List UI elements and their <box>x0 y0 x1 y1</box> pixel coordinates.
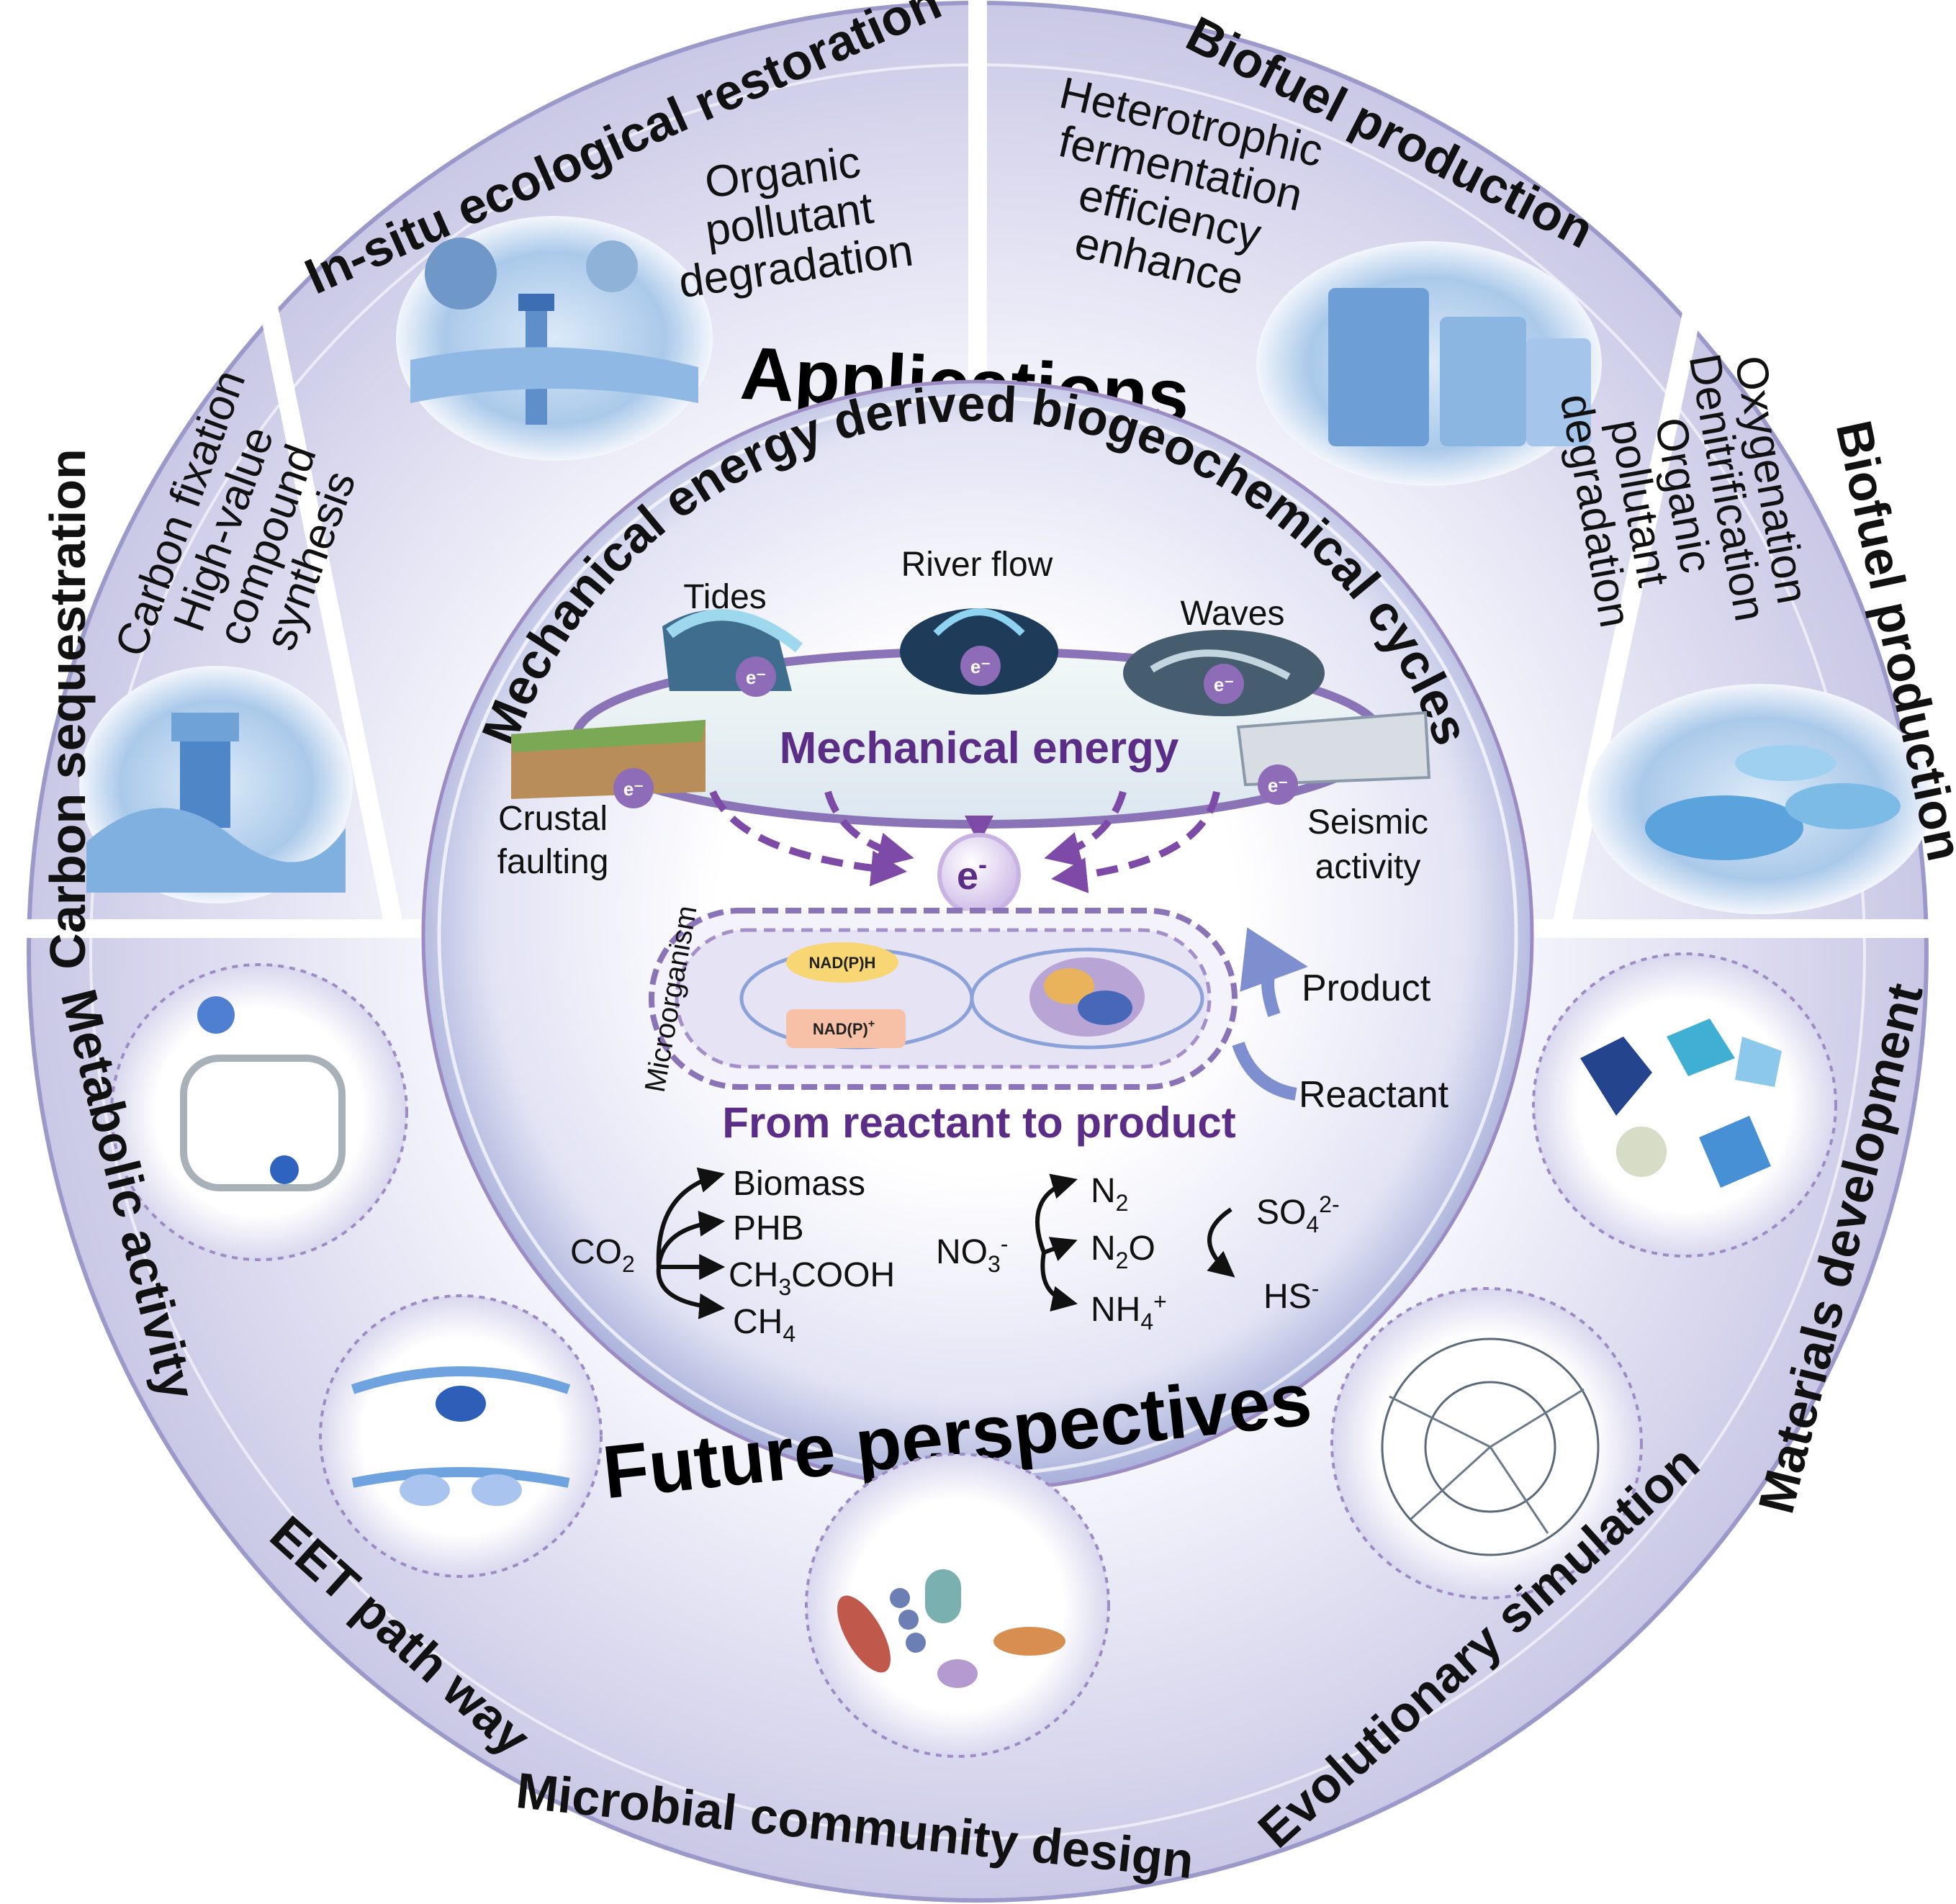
segment-title-carbon-sequestration: Carbon sequestration <box>40 448 96 969</box>
product-label: Product <box>1302 967 1431 1009</box>
evolutionary-simulation-circle <box>1330 1287 1643 1600</box>
nitrogen-cycle: NO3- N2 N2O NH4+ <box>936 1172 1167 1335</box>
materials-development-circle <box>1532 952 1837 1258</box>
segment-image-soil-well <box>396 216 713 461</box>
waves-label: Waves <box>1181 595 1285 633</box>
microbial-community-circle <box>805 1453 1110 1758</box>
electron-badges: e⁻ e⁻ e⁻ e⁻ e⁻ <box>613 646 1298 808</box>
so4-label: SO42- <box>1256 1191 1340 1237</box>
segment-image-fuel-tanks <box>1256 241 1602 486</box>
nadph-badge <box>786 942 898 983</box>
ch4-label: CH4 <box>733 1303 796 1347</box>
nadp-badge <box>786 1009 906 1048</box>
river-flow-label: River flow <box>901 546 1053 584</box>
n2o-label: N2O <box>1091 1230 1155 1273</box>
reactant-label: Reactant <box>1299 1074 1449 1116</box>
faulting-label: faulting <box>497 843 609 881</box>
eet-pathway-circle <box>319 1294 603 1578</box>
co2-label: CO2 <box>570 1233 635 1277</box>
crustal-label: Crustal <box>498 800 608 838</box>
metabolic-activity-circle <box>110 963 408 1261</box>
activity-label: activity <box>1315 848 1421 886</box>
nh4-label: NH4+ <box>1091 1289 1167 1335</box>
svg-text:e⁻: e⁻ <box>1214 674 1234 695</box>
svg-text:e⁻: e⁻ <box>746 667 766 688</box>
central-electron-label: e- <box>957 849 987 898</box>
mechanical-energy-label: Mechanical energy <box>780 723 1179 773</box>
electron-flow-arrows <box>709 790 1220 893</box>
biomass-label: Biomass <box>733 1165 865 1203</box>
nadph-label: NAD(P)H <box>809 954 876 972</box>
phb-label: PHB <box>733 1209 804 1247</box>
seismic-label: Seismic <box>1307 803 1428 842</box>
nadp-label: NAD(P)+ <box>813 1018 875 1038</box>
tides-label: Tides <box>683 578 767 616</box>
acetic-acid-label: CH3COOH <box>729 1256 895 1300</box>
to-product-arrow <box>1240 927 1308 1017</box>
enzyme-cycle <box>970 947 1204 1050</box>
crustal-faulting-image <box>511 720 706 799</box>
segment-image-treatment-plant <box>1587 684 1933 914</box>
svg-text:e⁻: e⁻ <box>970 656 991 677</box>
segment-text-in-situ: Organic pollutant degradation <box>676 137 916 307</box>
hs-label: HS- <box>1263 1276 1319 1316</box>
sulfur-cycle: SO42- HS- <box>1207 1191 1340 1316</box>
svg-text:e⁻: e⁻ <box>623 778 644 800</box>
from-reactant-to-product: From reactant to product <box>722 1098 1235 1147</box>
from-reactant-arrow <box>1232 1041 1297 1101</box>
svg-text:e⁻: e⁻ <box>1268 775 1288 796</box>
no3-label: NO3- <box>936 1231 1008 1277</box>
carbon-cycle: CO2 Biomass PHB CH3COOH CH4 <box>570 1165 895 1347</box>
n2-label: N2 <box>1091 1172 1128 1216</box>
segment-image-lighthouse <box>79 666 353 903</box>
